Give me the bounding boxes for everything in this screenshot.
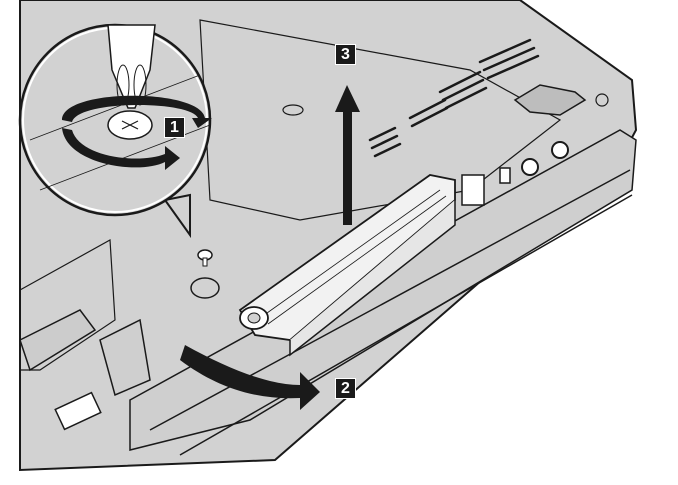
screwdriver-icon: [107, 24, 156, 109]
rubber-foot: [19, 309, 97, 372]
rotate-arrow-icon: [62, 95, 212, 128]
port-slot: [499, 167, 511, 184]
drive-edge: [259, 189, 441, 319]
side-usb-port: [54, 391, 102, 431]
drive-edge: [267, 195, 447, 325]
lift-arrow-icon: [335, 85, 360, 225]
drive-screw-hole: [247, 312, 261, 324]
screw-hole: [595, 93, 609, 107]
zoom-callout: [18, 23, 212, 239]
memory-cover: [19, 239, 116, 371]
cover-hole: [282, 104, 304, 116]
pull-arrow-icon: [180, 345, 320, 410]
laptop-front-edge: [129, 129, 637, 451]
step-badge-3: 3: [336, 45, 355, 64]
edge-line: [179, 194, 633, 456]
audio-jack: [551, 141, 569, 159]
vent-grille: [368, 38, 540, 158]
ethernet-port: [461, 174, 485, 206]
drive-side: [289, 200, 456, 357]
loose-screw: [197, 249, 213, 267]
mic-jack: [521, 158, 539, 176]
step-badge-2: 2: [336, 379, 355, 398]
battery-latch: [513, 84, 587, 116]
screw-recess: [190, 277, 220, 299]
step-badge-1: 1: [165, 118, 184, 137]
hinge-clip: [99, 318, 151, 397]
